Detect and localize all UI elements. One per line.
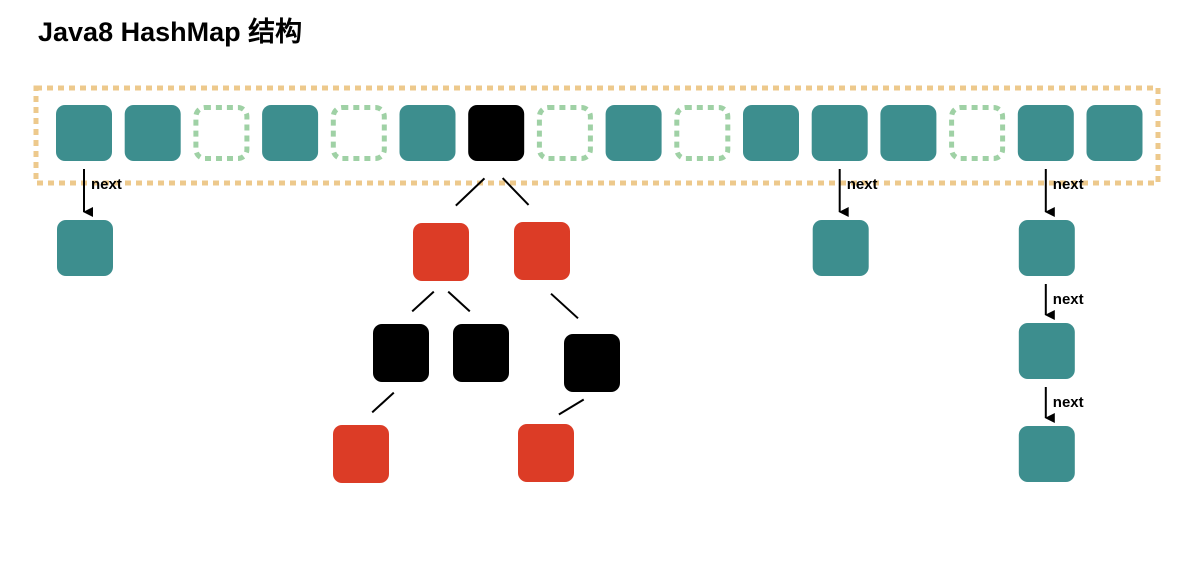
empty-bucket — [330, 105, 387, 161]
next-label: next — [1053, 394, 1084, 411]
tree-edge — [550, 292, 579, 320]
bucket-node — [1086, 105, 1143, 161]
bucket-node — [811, 105, 868, 161]
array-border — [33, 85, 1161, 186]
diagram-title: Java8 HashMap 结构 — [38, 17, 303, 47]
tree-edge — [455, 177, 486, 207]
empty-bucket — [949, 105, 1006, 161]
bucket-node — [880, 105, 937, 161]
chain-node — [1018, 426, 1075, 482]
bucket-array — [33, 85, 1161, 186]
black-tree-node — [564, 334, 620, 392]
bucket-node — [1017, 105, 1074, 161]
empty-bucket — [536, 105, 593, 161]
tree-edge — [447, 290, 471, 313]
bucket-node — [124, 105, 181, 161]
empty-bucket — [674, 105, 731, 161]
black-tree-node — [453, 324, 509, 382]
tree-root-bucket — [468, 105, 525, 161]
tree-edge — [558, 398, 585, 416]
next-label: next — [1053, 176, 1084, 193]
tree-edges — [371, 177, 585, 416]
empty-bucket — [193, 105, 250, 161]
chain-node — [1018, 220, 1075, 276]
next-label: next — [1053, 291, 1084, 308]
node-layer: next next next next next — [57, 169, 1084, 483]
red-tree-node — [413, 223, 469, 281]
chain-node — [57, 220, 113, 276]
bucket-node — [399, 105, 456, 161]
tree-edge — [501, 177, 530, 206]
bucket-node — [605, 105, 662, 161]
black-tree-node — [373, 324, 429, 382]
red-tree-node — [518, 424, 574, 482]
bucket-node — [743, 105, 799, 161]
chain-node — [812, 220, 869, 276]
next-label: next — [847, 176, 878, 193]
red-tree-node — [514, 222, 570, 280]
tree-edge — [411, 290, 435, 313]
bucket-node — [262, 105, 319, 161]
tree-edge — [371, 391, 395, 414]
chain-node — [1018, 323, 1075, 379]
next-label: next — [91, 176, 122, 193]
red-tree-node — [333, 425, 389, 483]
bucket-node — [56, 105, 112, 161]
